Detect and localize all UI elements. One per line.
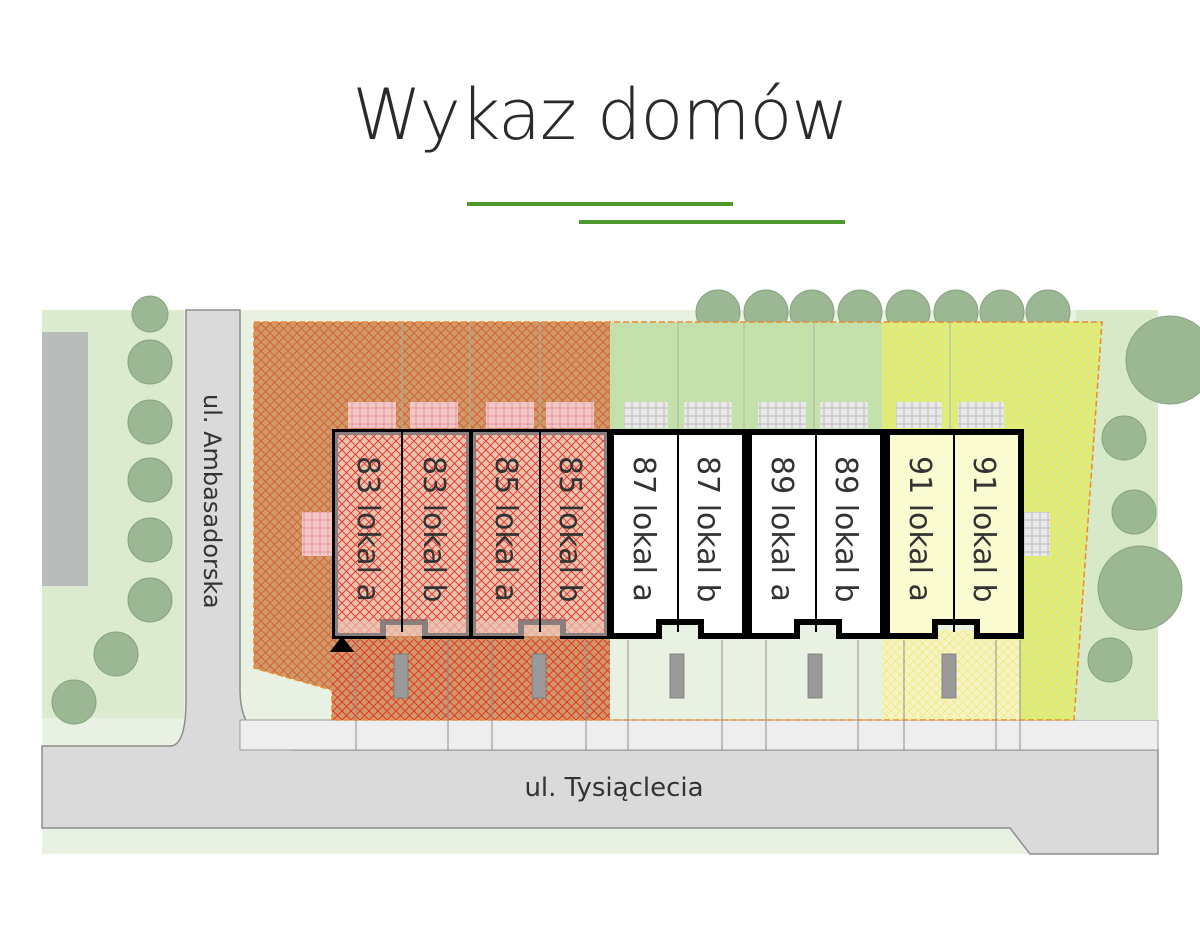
page-title: Wykaz domów <box>352 74 848 156</box>
ambasadorska-road <box>41 309 1159 855</box>
unit-label-85b[interactable]: 85 lokal b <box>552 456 587 603</box>
title-underline-top <box>467 202 733 206</box>
unit-dividers <box>401 432 955 632</box>
title-underline-bottom <box>579 220 845 224</box>
front-parcel-lines <box>355 640 1021 750</box>
driveway-markers <box>393 653 957 699</box>
plot-sold-front <box>332 640 610 720</box>
unit-label-89a[interactable]: 89 lokal a <box>764 456 799 602</box>
unit-label-83b[interactable]: 83 lokal b <box>416 456 451 603</box>
entrance-marker <box>330 636 354 652</box>
unit-label-91b[interactable]: 91 lokal b <box>966 456 1001 603</box>
terraces <box>302 402 1050 556</box>
unit-label-85a[interactable]: 85 lokal a <box>488 456 523 602</box>
unit-label-83a[interactable]: 83 lokal a <box>350 456 385 602</box>
trees-left <box>51 295 173 725</box>
unit-label-87b[interactable]: 87 lokal b <box>690 456 725 603</box>
unit-label-87a[interactable]: 87 lokal a <box>626 456 661 602</box>
plot-boundary <box>253 321 1103 721</box>
plot-dividers <box>401 322 951 430</box>
unit-label-91a[interactable]: 91 lokal a <box>902 456 937 602</box>
gray-building <box>42 332 88 586</box>
trees-right <box>1087 315 1200 683</box>
sidewalk <box>239 719 1159 751</box>
street-label-tysiaclecia: ul. Tysiąclecia <box>524 773 703 803</box>
street-label-ambasadorska: ul. Ambasadorska <box>198 394 226 609</box>
unit-label-89b[interactable]: 89 lokal b <box>828 456 863 603</box>
